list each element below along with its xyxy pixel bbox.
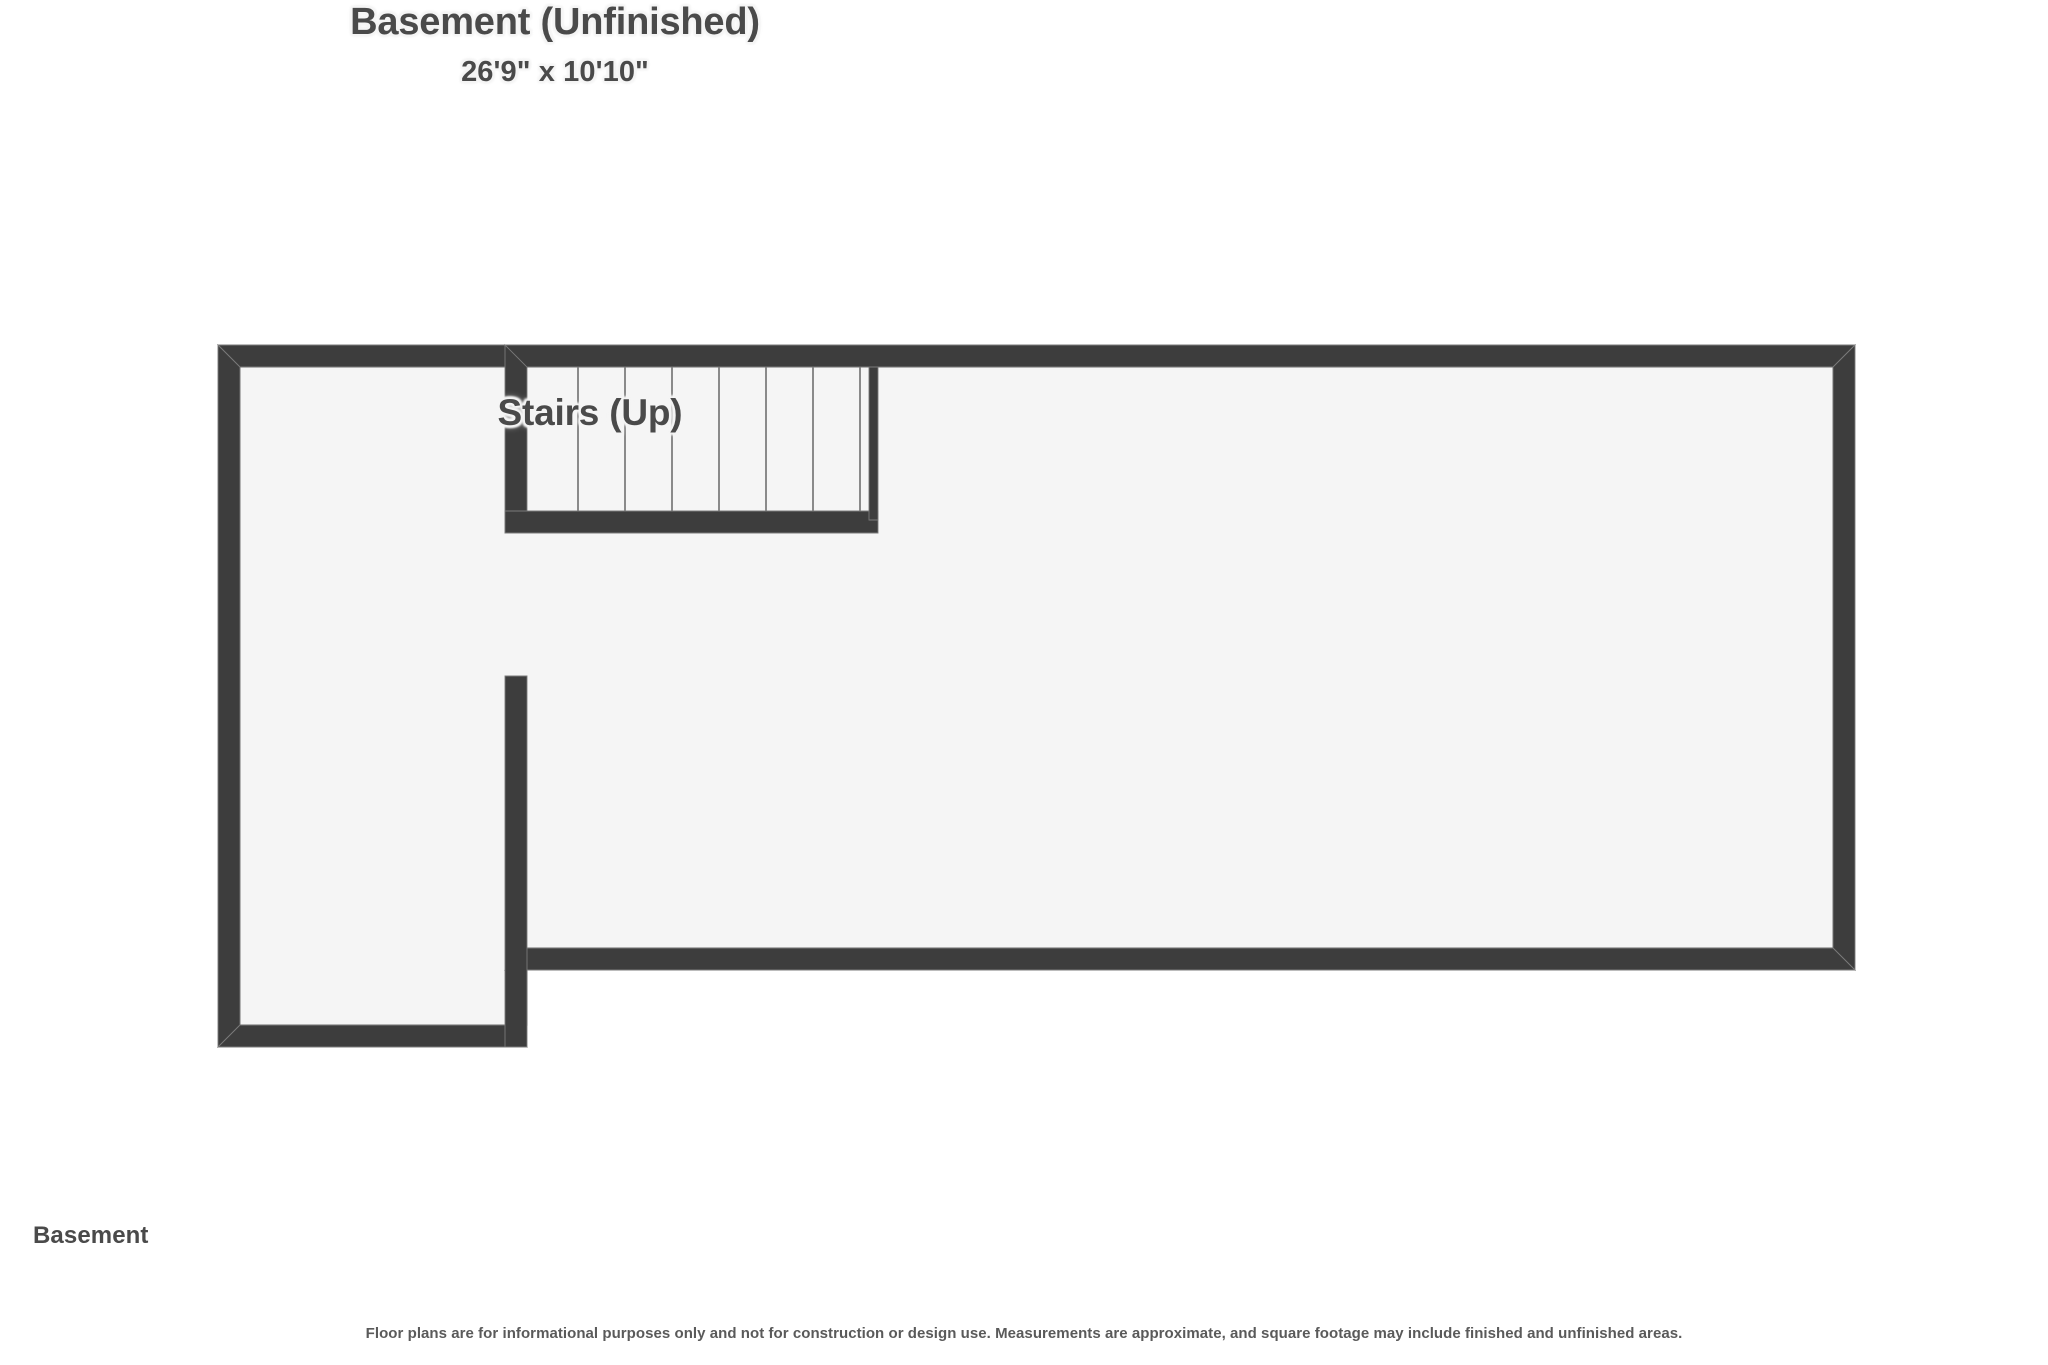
wall-exterior-bottom-alcove [216,1024,529,1048]
walls-group [216,343,1857,1049]
disclaimer-text: Floor plans are for informational purpos… [365,1325,1683,1342]
floor-level-caption: Basement [33,1222,149,1249]
wall-interior-stairs-right [868,366,879,521]
wall-exterior-bottom-main [503,947,1857,971]
basement-floor-fill [239,366,1834,1026]
wall-interior-stairs-bottom [504,510,879,534]
wall-exterior-right [1832,343,1856,972]
floor-fill-group [239,366,1834,1026]
wall-exterior-top [216,344,1857,368]
wall-exterior-left [217,343,241,1049]
stair-treads-group [576,367,862,511]
wall-interior-alcove-divider [504,675,528,1048]
wall-interior-stairs-left [504,343,528,534]
